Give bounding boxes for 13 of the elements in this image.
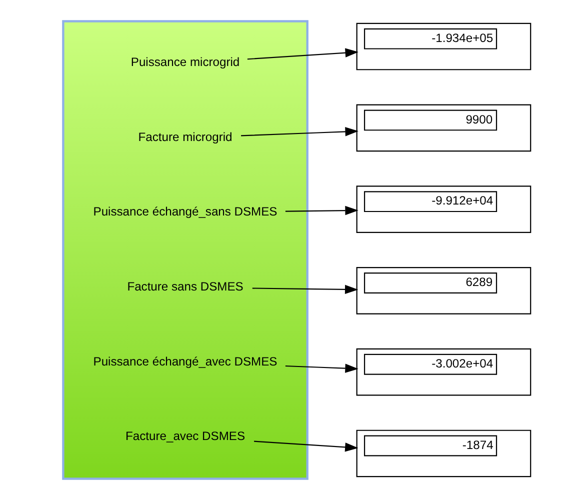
- arrow: [284, 364, 358, 373]
- arrow: [254, 440, 358, 452]
- node-text: Facture sans DSMES: [126, 279, 243, 294]
- arrow: [240, 127, 358, 136]
- arrow: [284, 206, 358, 216]
- arrow: [252, 284, 358, 294]
- node-text: Facture_avec DSMES: [125, 429, 245, 444]
- node-text: Puissance échangé_avec DSMES: [92, 354, 277, 368]
- arrow: [246, 48, 358, 60]
- node-text: Puissance échangé_sans DSMES: [92, 204, 277, 219]
- node-text: Puissance microgrid: [130, 55, 240, 70]
- node-text: Facture microgrid: [138, 130, 232, 144]
- cluster: [62, 20, 308, 480]
